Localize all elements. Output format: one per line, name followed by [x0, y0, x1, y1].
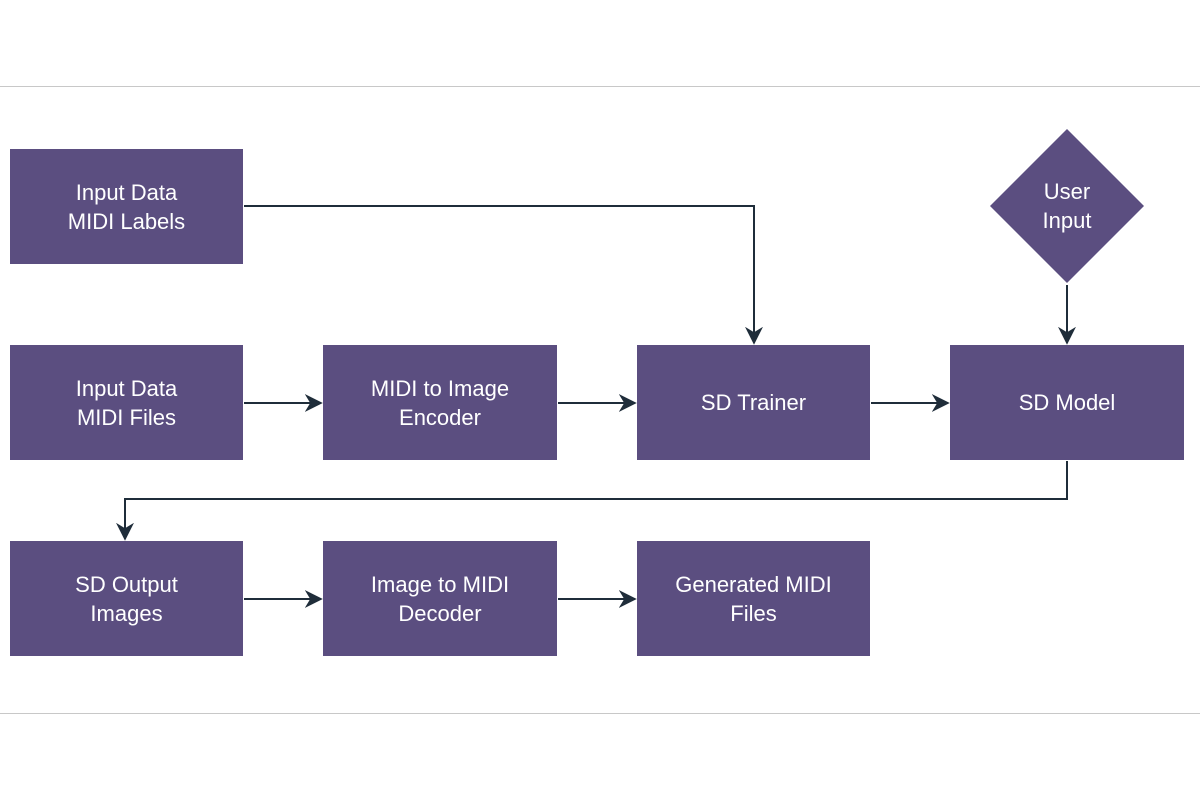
- node-label: SD Trainer: [700, 390, 807, 415]
- node-label: Image to MIDI Decoder: [370, 571, 510, 626]
- node-label: Input Data MIDI Labels: [67, 179, 186, 234]
- diamond-shape: [990, 129, 1144, 283]
- node-user-input-decision: User Input: [990, 129, 1144, 283]
- node-image-to-midi-decoder: Image to MIDI Decoder: [323, 541, 557, 656]
- node-midi-to-image-encoder: MIDI to Image Encoder: [323, 345, 557, 460]
- node-label: Input Data MIDI Files: [75, 375, 178, 430]
- edge-labels-to-trainer: [244, 205, 763, 345]
- node-label: SD Output Images: [75, 571, 178, 626]
- edge-model-to-output: [116, 461, 1068, 541]
- node-label: User Input: [1042, 179, 1092, 233]
- node-input-midi-files: Input Data MIDI Files: [10, 345, 243, 460]
- node-label: MIDI to Image Encoder: [370, 375, 510, 430]
- node-generated-midi-files: Generated MIDI Files: [637, 541, 870, 656]
- node-input-midi-labels: Input Data MIDI Labels: [10, 149, 243, 264]
- bottom-divider: [0, 713, 1200, 714]
- node-sd-trainer: SD Trainer: [637, 345, 870, 460]
- node-label: Generated MIDI Files: [675, 571, 832, 626]
- node-sd-model: SD Model: [950, 345, 1184, 460]
- node-label: SD Model: [1018, 390, 1116, 415]
- top-divider: [0, 86, 1200, 87]
- node-sd-output-images: SD Output Images: [10, 541, 243, 656]
